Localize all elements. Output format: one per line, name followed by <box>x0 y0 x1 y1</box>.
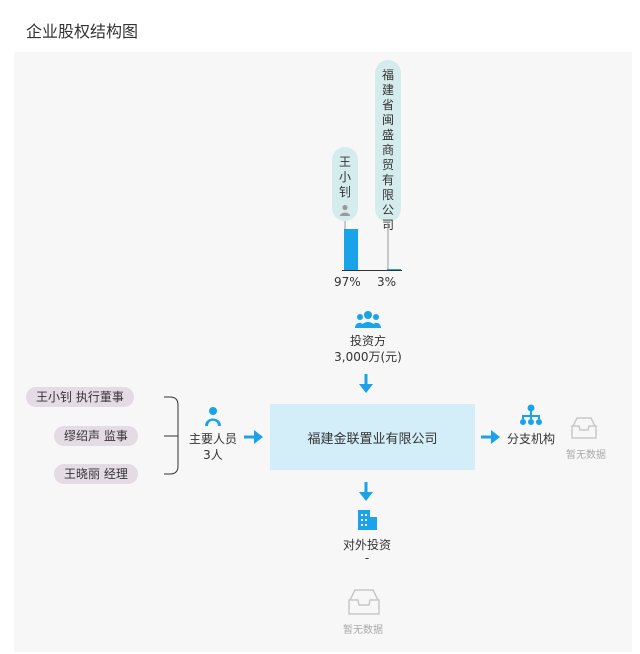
share-bar-1 <box>344 229 358 270</box>
company-node[interactable]: 福建金联置业有限公司 <box>270 404 475 470</box>
share-percent-1: 97% <box>334 275 361 289</box>
person-icon <box>340 204 350 216</box>
empty-inbox-icon <box>571 417 597 439</box>
arrow-right-icon <box>244 430 263 444</box>
outbound-label: 对外投资 <box>342 538 391 552</box>
person-pill-1[interactable]: 王小钊 执行董事 <box>26 387 134 407</box>
arrow-down-icon <box>359 374 373 393</box>
group-icon <box>355 311 381 328</box>
outbound-empty-text: 暂无数据 <box>343 625 383 636</box>
shareholder-pill-2[interactable]: 福建省闽盛商贸有限公司 <box>375 60 401 232</box>
person-pill-2[interactable]: 缪绍声 监事 <box>54 426 138 446</box>
shareholder-name-1: 王小钊 <box>338 155 351 199</box>
share-percent-2: 3% <box>377 275 397 289</box>
shareholder-name-2: 福建省闽盛商贸有限公司 <box>381 68 394 232</box>
arrow-right-icon <box>481 430 500 444</box>
personnel-count: 3人 <box>203 448 223 462</box>
branches-label: 分支机构 <box>506 432 555 446</box>
person-pill-3[interactable]: 王晓丽 经理 <box>54 464 138 484</box>
share-bar-2 <box>387 269 401 270</box>
company-name: 福建金联置业有限公司 <box>307 431 438 447</box>
outbound-value: - <box>364 551 370 565</box>
branches-empty-text: 暂无数据 <box>566 450 606 461</box>
person-icon <box>205 407 221 426</box>
investors-label: 投资方 <box>349 334 386 348</box>
shareholder-pill-1[interactable]: 王小钊 <box>332 147 358 221</box>
investors-amount: 3,000万(元) <box>334 350 402 364</box>
diagram-panel <box>14 52 632 652</box>
page-title: 企业股权结构图 <box>26 22 139 41</box>
empty-inbox-icon <box>348 589 380 615</box>
org-chart-icon <box>520 404 542 425</box>
building-icon <box>358 510 377 530</box>
personnel-label: 主要人员 <box>188 432 237 446</box>
arrow-down-icon <box>359 482 373 501</box>
